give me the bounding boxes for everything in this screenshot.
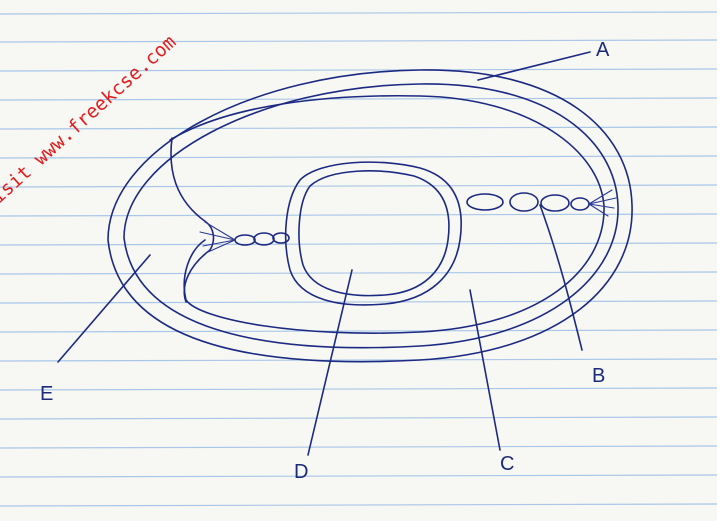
- pointer-E: [58, 255, 150, 362]
- watermark-text: Visit www.freekcse.com: [0, 31, 180, 216]
- yolk-inner-line: [299, 171, 449, 296]
- pointer-D: [308, 270, 352, 455]
- label-B: B: [592, 365, 605, 387]
- label-C: C: [500, 453, 514, 475]
- label-A: A: [596, 39, 610, 61]
- air-space-boundary: [171, 138, 214, 302]
- pointer-A: [478, 52, 590, 80]
- label-D: D: [294, 461, 308, 483]
- chalaza-right: [467, 190, 616, 216]
- pointer-B: [540, 205, 582, 350]
- pointer-C: [470, 290, 500, 450]
- label-E: E: [40, 383, 53, 405]
